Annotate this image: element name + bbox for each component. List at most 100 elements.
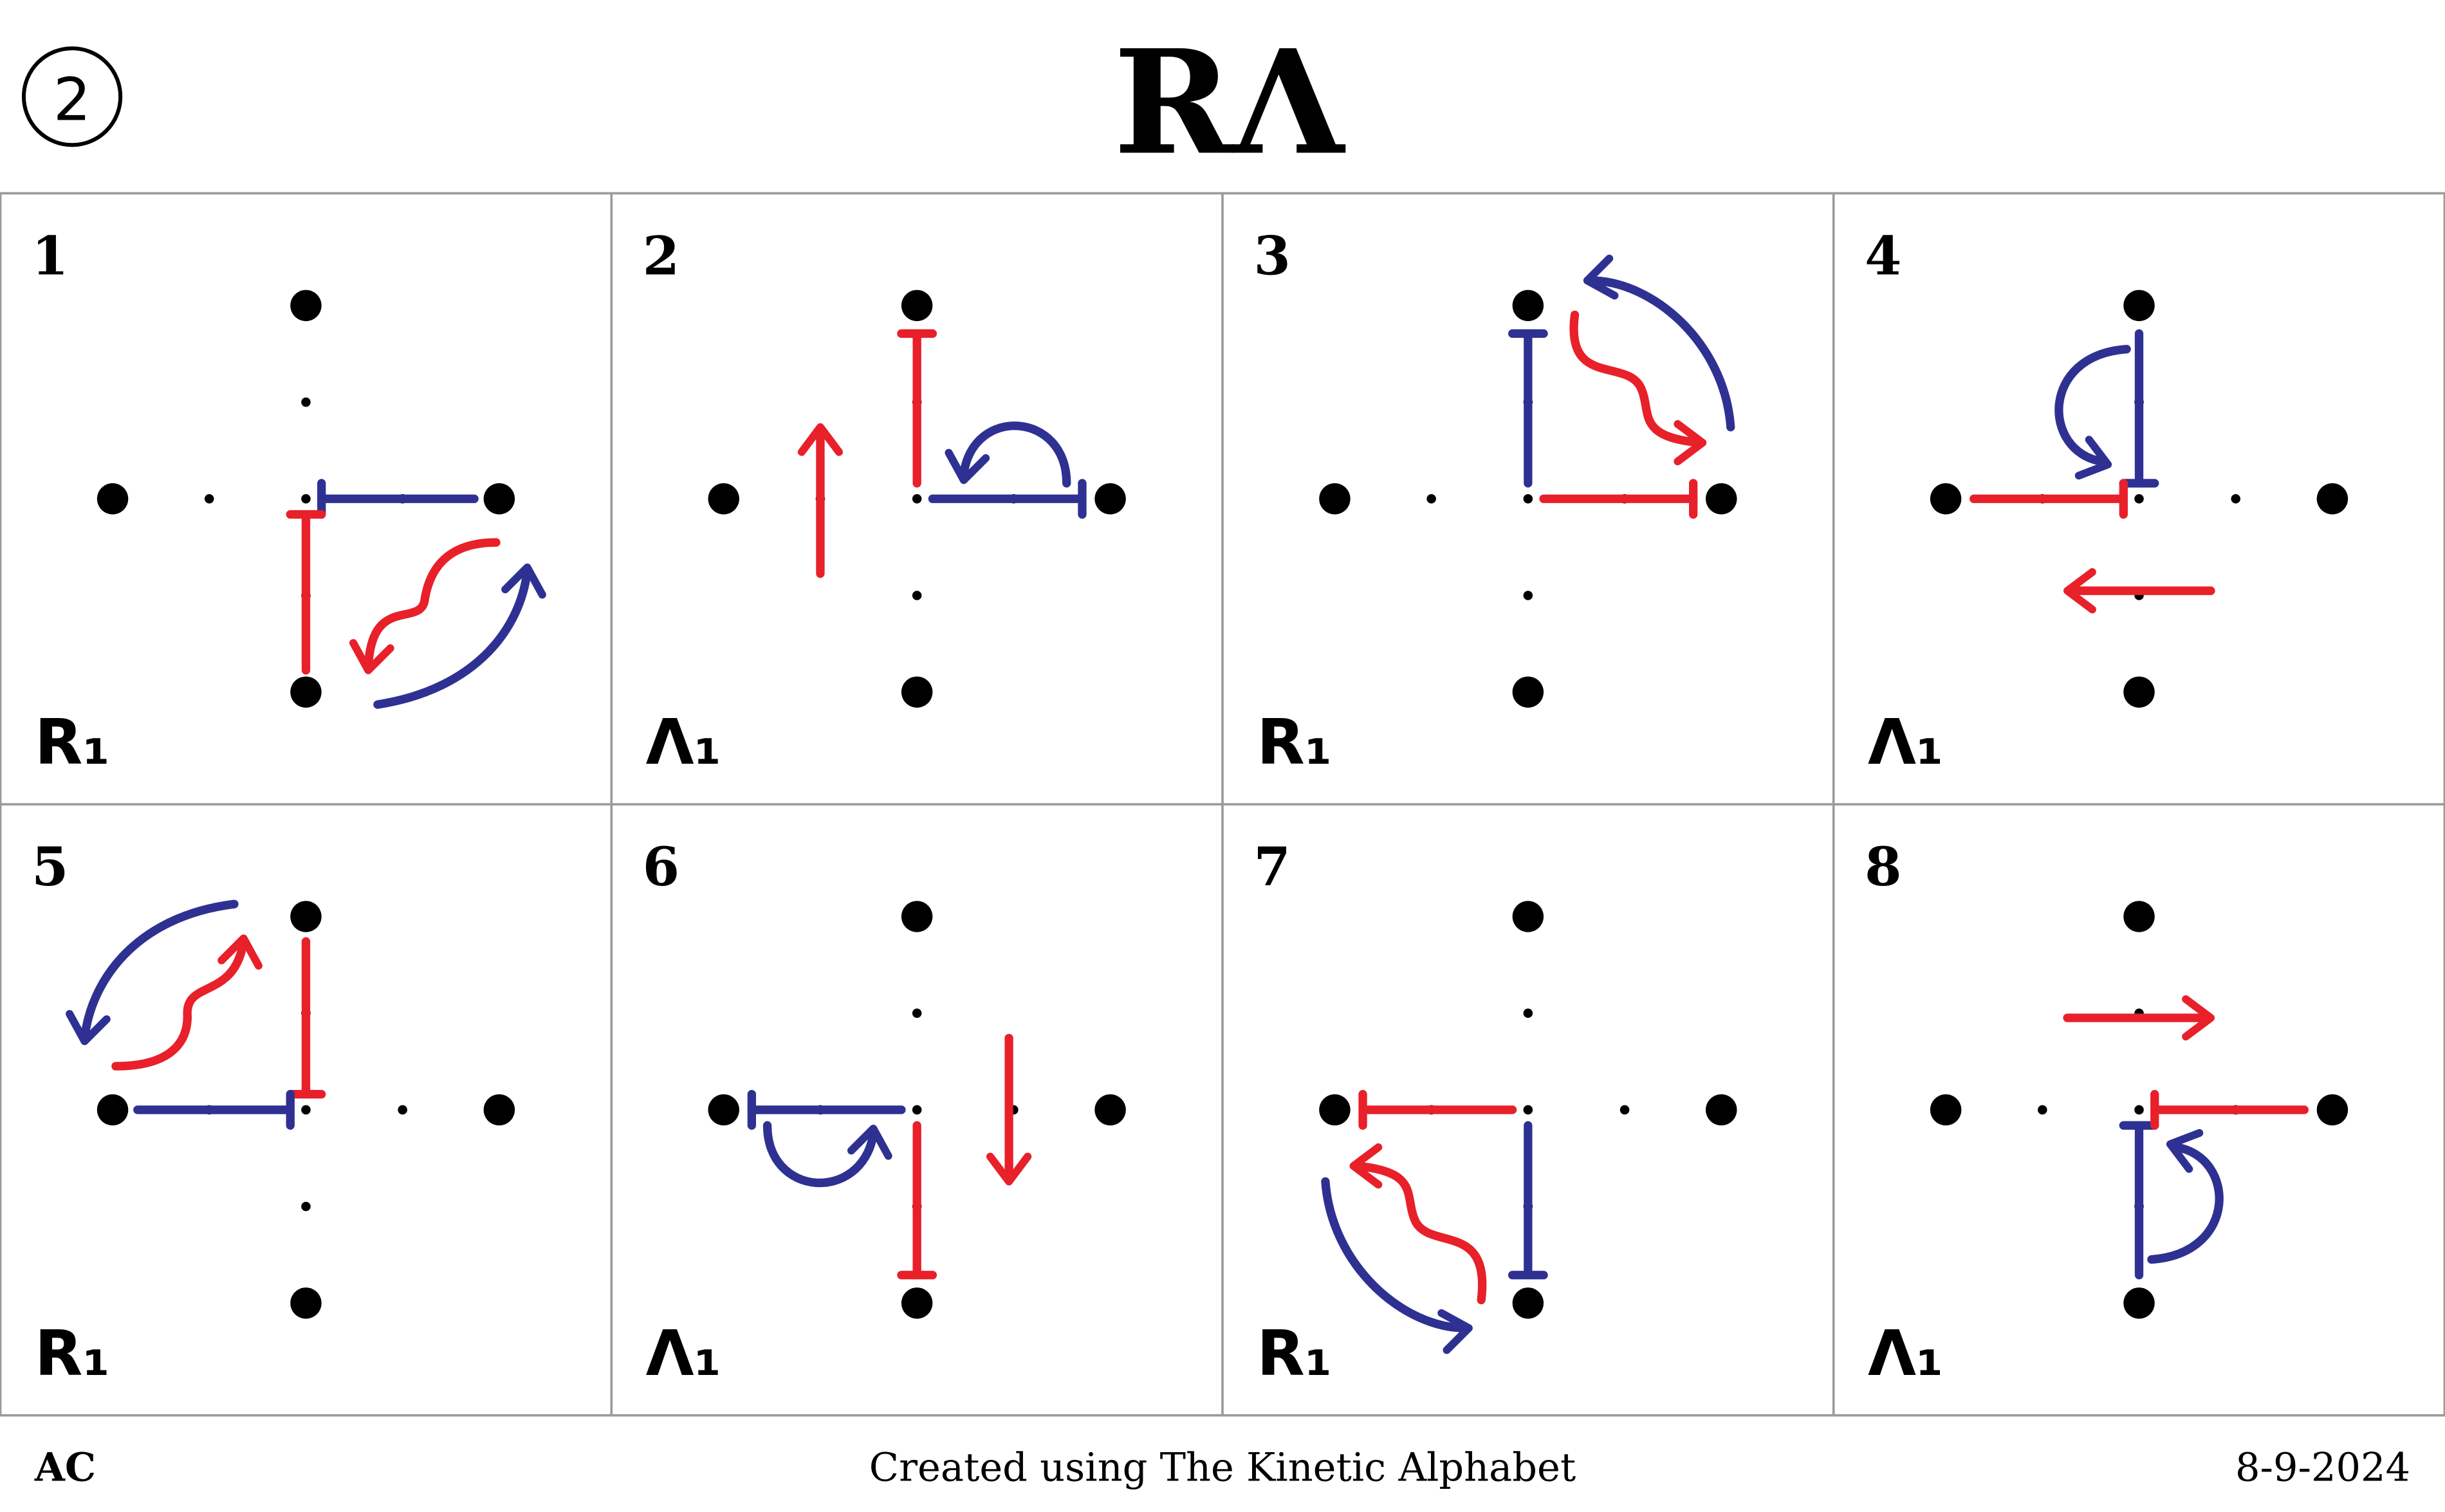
panel-number: 6 (643, 836, 679, 898)
grid-point (1512, 290, 1544, 322)
red-arrowhead (1674, 419, 1707, 466)
grid-point (1512, 901, 1544, 932)
grid-tick (1619, 1105, 1630, 1115)
blue-curve-arrow (80, 899, 239, 1043)
grid-tick (204, 493, 214, 504)
red-arrowhead (1349, 1143, 1383, 1189)
grid-tick (301, 493, 311, 504)
panel-number: 8 (1865, 836, 1901, 898)
blue-curve-arrow (2147, 1143, 2224, 1264)
blue-curve-arrow (1586, 276, 1735, 432)
grid-point (901, 676, 933, 708)
page-title: RΛ (1114, 18, 1346, 187)
grid-point (1319, 1094, 1351, 1126)
grid-point (1706, 1094, 1737, 1126)
blue-curve-arrow (2054, 345, 2131, 466)
panel-1: 1R₁ (32, 225, 546, 779)
grid-tick (398, 1105, 407, 1115)
grid-point (290, 1287, 322, 1319)
red-squiggle-arrow (1569, 310, 1704, 447)
grid-point (1319, 483, 1351, 515)
panel-label: Λ₁ (1868, 1317, 1943, 1390)
grid-point (901, 901, 933, 932)
grid-point (97, 1094, 129, 1126)
grid-tick (2134, 1105, 2144, 1115)
panel-label: R₁ (35, 706, 110, 779)
blue-arrowhead (66, 1010, 111, 1046)
grid-point (290, 290, 322, 322)
grid-tick (1523, 1008, 1533, 1019)
red-arrowhead (2182, 995, 2215, 1041)
grid-tick (1523, 493, 1533, 504)
panel-4: 4Λ₁ (1865, 225, 2348, 779)
grid-point (1930, 1094, 1962, 1126)
blue-curve-arrow (373, 566, 532, 709)
panel-number: 3 (1253, 225, 1290, 287)
footer-date: 8-9-2024 (2235, 1446, 2410, 1491)
grid-tick (2231, 493, 2241, 504)
panel-label: R₁ (35, 1317, 110, 1390)
grid-tick (301, 1201, 311, 1212)
grid-tick (2038, 1105, 2047, 1115)
grid-tick (1426, 493, 1436, 504)
blue-curve-arrow (959, 421, 1071, 488)
grid-point (1512, 1287, 1544, 1319)
grid-point (97, 483, 129, 515)
grid-tick (301, 397, 311, 407)
panel-3: 3R₁ (1253, 225, 1737, 779)
grid-point (2123, 1287, 2155, 1319)
red-arrowhead (2063, 568, 2096, 614)
blue-arrowhead (2074, 436, 2112, 480)
panel-number: 5 (32, 836, 68, 898)
panel-number: 1 (32, 225, 68, 287)
grid-tick (912, 591, 922, 600)
panel-label: R₁ (1257, 1317, 1332, 1390)
panel-label: Λ₁ (646, 1317, 721, 1390)
grid-point (901, 290, 933, 322)
grid-point (901, 1287, 933, 1319)
panel-2: 2Λ₁ (643, 225, 1126, 779)
red-arrowhead (349, 639, 394, 674)
blue-arrowhead (501, 563, 546, 599)
panel-6: 6Λ₁ (643, 836, 1126, 1390)
red-squiggle-arrow (111, 937, 248, 1071)
header: 2 RΛ (21, 18, 1346, 187)
red-arrowhead (986, 1152, 1032, 1186)
grid-point (290, 901, 322, 932)
grid-point (2123, 676, 2155, 708)
footer-credit: Created using The Kinetic Alphabet (869, 1446, 1576, 1491)
panel-number: 2 (643, 225, 679, 287)
grid-tick (912, 493, 922, 504)
blue-curve-arrow (762, 1121, 878, 1187)
grid-point (290, 676, 322, 708)
sheet-number: 2 (53, 66, 91, 134)
blue-arrowhead (1437, 1309, 1473, 1354)
grid-point (2123, 901, 2155, 932)
grid-point (483, 483, 515, 515)
blue-arrowhead (847, 1124, 892, 1160)
grid-point (1706, 483, 1737, 515)
panel-7: 7R₁ (1253, 836, 1737, 1390)
grid-point (1512, 676, 1544, 708)
panel-label: R₁ (1257, 706, 1332, 779)
grid-point (483, 1094, 515, 1126)
grid-tick (1523, 1105, 1533, 1115)
blue-curve-arrow (1321, 1177, 1470, 1332)
grid-point (708, 483, 739, 515)
panel-label: Λ₁ (1868, 706, 1943, 779)
panel-8: 8Λ₁ (1865, 836, 2348, 1390)
grid-point (2316, 1094, 2348, 1126)
blue-arrowhead (1583, 254, 1619, 300)
grid-point (2316, 483, 2348, 515)
panel-label: Λ₁ (646, 706, 721, 779)
red-squiggle-arrow (364, 538, 501, 672)
panel-number: 4 (1865, 225, 1901, 287)
grid-point (1094, 483, 1126, 515)
grid-tick (2134, 493, 2144, 504)
panel-5: 5R₁ (32, 836, 515, 1390)
footer-author: AC (34, 1445, 96, 1491)
red-arrowhead (797, 423, 844, 456)
sheet-number-circle (21, 46, 123, 147)
panel-grid (0, 192, 2445, 1417)
